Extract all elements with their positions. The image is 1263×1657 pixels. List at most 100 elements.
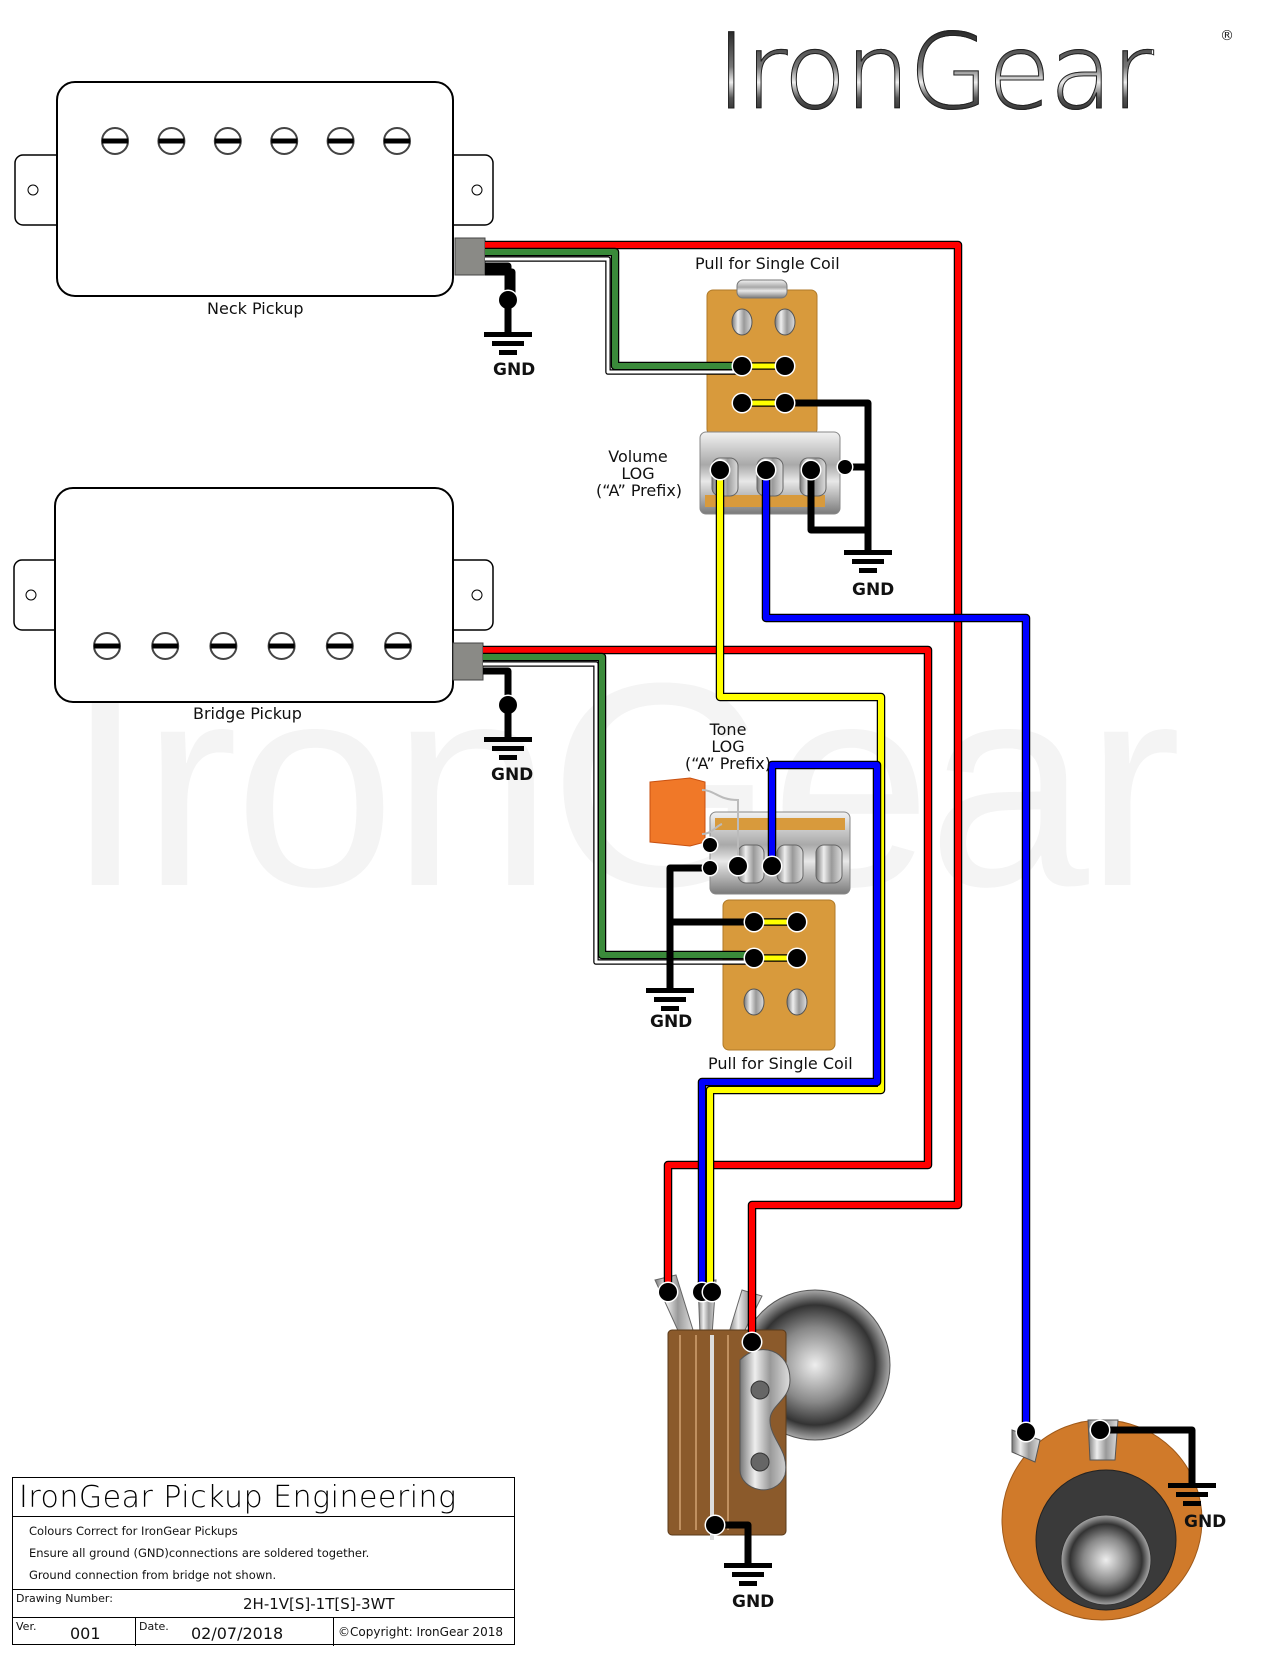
solder-joint [711,461,729,479]
drawing-number-row: Drawing Number: 2H-1V[S]-1T[S]-3WT [13,1589,514,1617]
volume-label-line2: LOG [621,464,655,483]
solder-joint [703,861,717,875]
bridge-white-wire [483,662,752,964]
note-2: Ensure all ground (GND)connections are s… [29,1546,370,1560]
version-number: 001 [70,1624,101,1643]
screw-hole [27,184,39,196]
solder-joint [776,357,794,375]
title-block: IronGear Pickup Engineering Colours Corr… [12,1477,515,1646]
gnd-label-neck: GND [493,360,536,380]
switch-lug [774,308,796,336]
ground-icon-bar [484,737,532,742]
gnd-label-switch: GND [732,1592,775,1612]
volume-label-line3: (“A” Prefix) [596,481,683,500]
solder-joint [1091,1421,1109,1439]
date-label: Date. [139,1620,169,1633]
switch-lug [743,988,765,1016]
solder-joint [838,460,852,474]
pole-slot [94,643,120,649]
ground-symbols [484,300,1216,1586]
solder-joint [659,1283,677,1301]
volume-label-line1: Volume [608,447,668,466]
wires [483,240,1196,1565]
registered-mark: ® [1220,28,1234,44]
ground-icon-bar [654,997,686,1002]
tone-pot-label: Tone LOG (“A” Prefix) [684,721,772,772]
ground-icon-bar [484,332,532,337]
switch-ground-wire [715,1521,752,1565]
neck-white-wire [485,257,745,374]
tone-label-line3: (“A” Prefix) [684,754,772,773]
ground-icon-bar [646,988,694,993]
lead-sleeve [454,237,486,276]
pole-pieces [101,127,411,155]
volume-to-jack-blue-wire [763,470,1029,1430]
solder-joint [743,1333,761,1351]
solder-joint [1017,1423,1035,1441]
pot-lug-3 [815,844,843,884]
tone-label-line1: Tone [709,720,747,739]
solder-joints [497,289,1111,1536]
bracket-screw [750,1380,770,1400]
divider [333,1618,334,1646]
solder-joint [703,838,717,852]
bridge-pickup [13,487,494,703]
solder-joint [733,394,751,412]
pole-slot [385,643,411,649]
tone-to-switch-blue-wire [699,762,880,1290]
pole-pieces [93,632,412,660]
solder-joint [745,949,763,967]
switch-lug [731,308,753,336]
ground-icon-bar [499,755,517,760]
pole-slot [158,138,185,144]
bridge-pickup-label: Bridge Pickup [193,704,302,723]
ground-icon-bar [852,559,884,564]
pole-slot [268,643,295,649]
company-name: IronGear Pickup Engineering [13,1478,514,1517]
switch-lugs [731,308,796,336]
pole-slot [271,138,298,144]
volume-switch-label: Pull for Single Coil [695,254,840,273]
volume-switch-ground [785,399,872,552]
three-way-toggle [654,1274,891,1540]
pole-slot [326,643,353,649]
solder-joint [733,357,751,375]
divider [135,1618,136,1646]
drawing-number-label: Drawing Number: [16,1592,113,1605]
neck-pickup [14,81,494,297]
ground-icon-bar [1168,1483,1216,1488]
volume-pot-label: Volume LOG (“A” Prefix) [596,447,683,500]
ground-icon-bar [732,1572,764,1577]
ground-icon-bar [724,1563,772,1568]
ground-icon-bar [492,746,524,751]
ground-icon-bar [499,350,517,355]
pole-slot [152,643,179,649]
bridge-white-wire-outline [483,661,752,965]
neck-green-wire [485,249,745,369]
screw-hole [25,589,37,601]
solder-joint [745,913,763,931]
gnd-label-volume: GND [852,580,895,600]
version-label: Ver. [16,1620,37,1633]
bridge-green-wire [483,654,752,958]
jack-sleeve [1060,1514,1152,1606]
drawing-number: 2H-1V[S]-1T[S]-3WT [243,1595,395,1613]
volume-lug3-ground [807,476,868,534]
solder-joint [757,461,775,479]
capacitor-lead [701,789,739,858]
solder-joint [703,1283,721,1301]
solder-joint [706,1516,724,1534]
pot-wafer [715,818,845,830]
solder-joint [802,461,820,479]
neck-pickup-label: Neck Pickup [207,299,304,318]
bridge-red-wire [483,647,931,1290]
gnd-label-output-jack: GND [1184,1512,1227,1532]
tone-capacitor [649,777,706,847]
ground-icon-bar [739,1581,757,1586]
ground-icon-bar [844,550,892,555]
copyright: ©Copyright: IronGear 2018 [338,1625,503,1639]
bracket-screw [750,1452,770,1472]
tone-label-line2: LOG [711,737,745,756]
pole-slot [327,138,354,144]
switch-cap [736,279,788,299]
